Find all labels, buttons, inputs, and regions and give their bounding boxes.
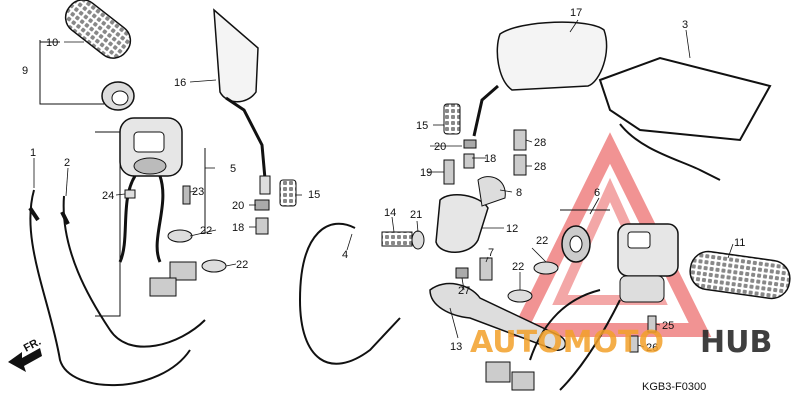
band-clamp-22d <box>507 289 533 303</box>
callout-9: 9 <box>22 65 28 77</box>
callout-15b: 15 <box>416 120 428 132</box>
callout-23: 23 <box>192 186 204 198</box>
callout-16: 16 <box>174 77 186 89</box>
callout-19: 19 <box>420 167 432 179</box>
right-grip <box>689 250 791 300</box>
callout-2: 2 <box>64 157 70 169</box>
callout-6: 6 <box>594 187 600 199</box>
callout-25: 25 <box>662 320 674 332</box>
callout-28b: 28 <box>534 161 546 173</box>
callout-22d: 22 <box>512 261 524 273</box>
callout-12: 12 <box>506 223 518 235</box>
callout-18a: 18 <box>232 222 244 234</box>
front-direction-arrow <box>8 348 42 372</box>
lever-bracket <box>435 176 506 253</box>
right-mirror <box>472 21 608 137</box>
clutch-cable <box>298 222 401 365</box>
callout-26: 26 <box>646 342 658 354</box>
callout-22c: 22 <box>536 235 548 247</box>
leader-lines <box>33 19 734 348</box>
left-mirror <box>213 8 271 195</box>
callout-10: 10 <box>46 37 58 49</box>
watermark-text-b: HUB <box>700 325 772 360</box>
callout-5: 5 <box>230 163 236 175</box>
callout-21: 21 <box>410 209 422 221</box>
callout-22b: 22 <box>236 259 248 271</box>
screws-25-26 <box>629 315 657 353</box>
screw-24 <box>124 189 136 199</box>
pivot-bolt-14 <box>381 231 413 247</box>
callout-28a: 28 <box>534 137 546 149</box>
callout-14: 14 <box>384 207 396 219</box>
right-switch-housing <box>617 223 679 303</box>
bolt-18b <box>463 153 475 169</box>
callout-27: 27 <box>458 285 470 297</box>
callout-7: 7 <box>488 247 494 259</box>
throttle-cable-3 <box>598 56 772 181</box>
bolts-28 <box>513 129 527 176</box>
callout-4: 4 <box>342 249 348 261</box>
nut-27 <box>455 267 469 279</box>
nut-20b <box>463 139 477 149</box>
wiring-harness <box>529 289 621 391</box>
switch-7 <box>479 257 493 281</box>
diagram-code: KGB3-F0300 <box>642 381 706 393</box>
callout-1: 1 <box>30 147 36 159</box>
bolt-18 <box>255 217 269 235</box>
clutch-lever <box>429 282 567 351</box>
callout-20a: 20 <box>232 200 244 212</box>
callout-17: 17 <box>570 7 582 19</box>
callout-18b: 18 <box>484 153 496 165</box>
callout-15a: 15 <box>308 189 320 201</box>
bolt-23 <box>182 185 191 205</box>
throttle-cables <box>28 189 206 386</box>
mirror-adaptor-15 <box>279 179 297 207</box>
callout-bracket-9-10 <box>39 40 104 105</box>
callout-20b: 20 <box>434 141 446 153</box>
callout-13: 13 <box>450 341 462 353</box>
left-grip <box>64 0 135 111</box>
callout-3: 3 <box>682 19 688 31</box>
callout-8: 8 <box>516 187 522 199</box>
harness-connector <box>485 361 535 391</box>
band-clamp-22a <box>167 229 193 243</box>
nut-20 <box>254 199 270 211</box>
bolt-19 <box>443 159 455 185</box>
washer-21 <box>411 230 425 250</box>
left-switch-housing <box>118 117 197 297</box>
throttle-pipe-ring <box>561 225 591 263</box>
callout-24: 24 <box>102 190 114 202</box>
callout-bracket-5 <box>95 131 121 317</box>
callout-22a: 22 <box>200 225 212 237</box>
mirror-adaptor-15b <box>443 103 461 135</box>
watermark-text-a: AUTOMOTO <box>470 325 664 360</box>
band-clamp-22c <box>533 261 559 275</box>
callout-11: 11 <box>734 237 745 249</box>
callout-labels: 1 2 3 4 5 6 7 8 9 10 11 12 13 14 15 15 1… <box>22 7 745 354</box>
band-clamp-22b <box>201 259 227 273</box>
